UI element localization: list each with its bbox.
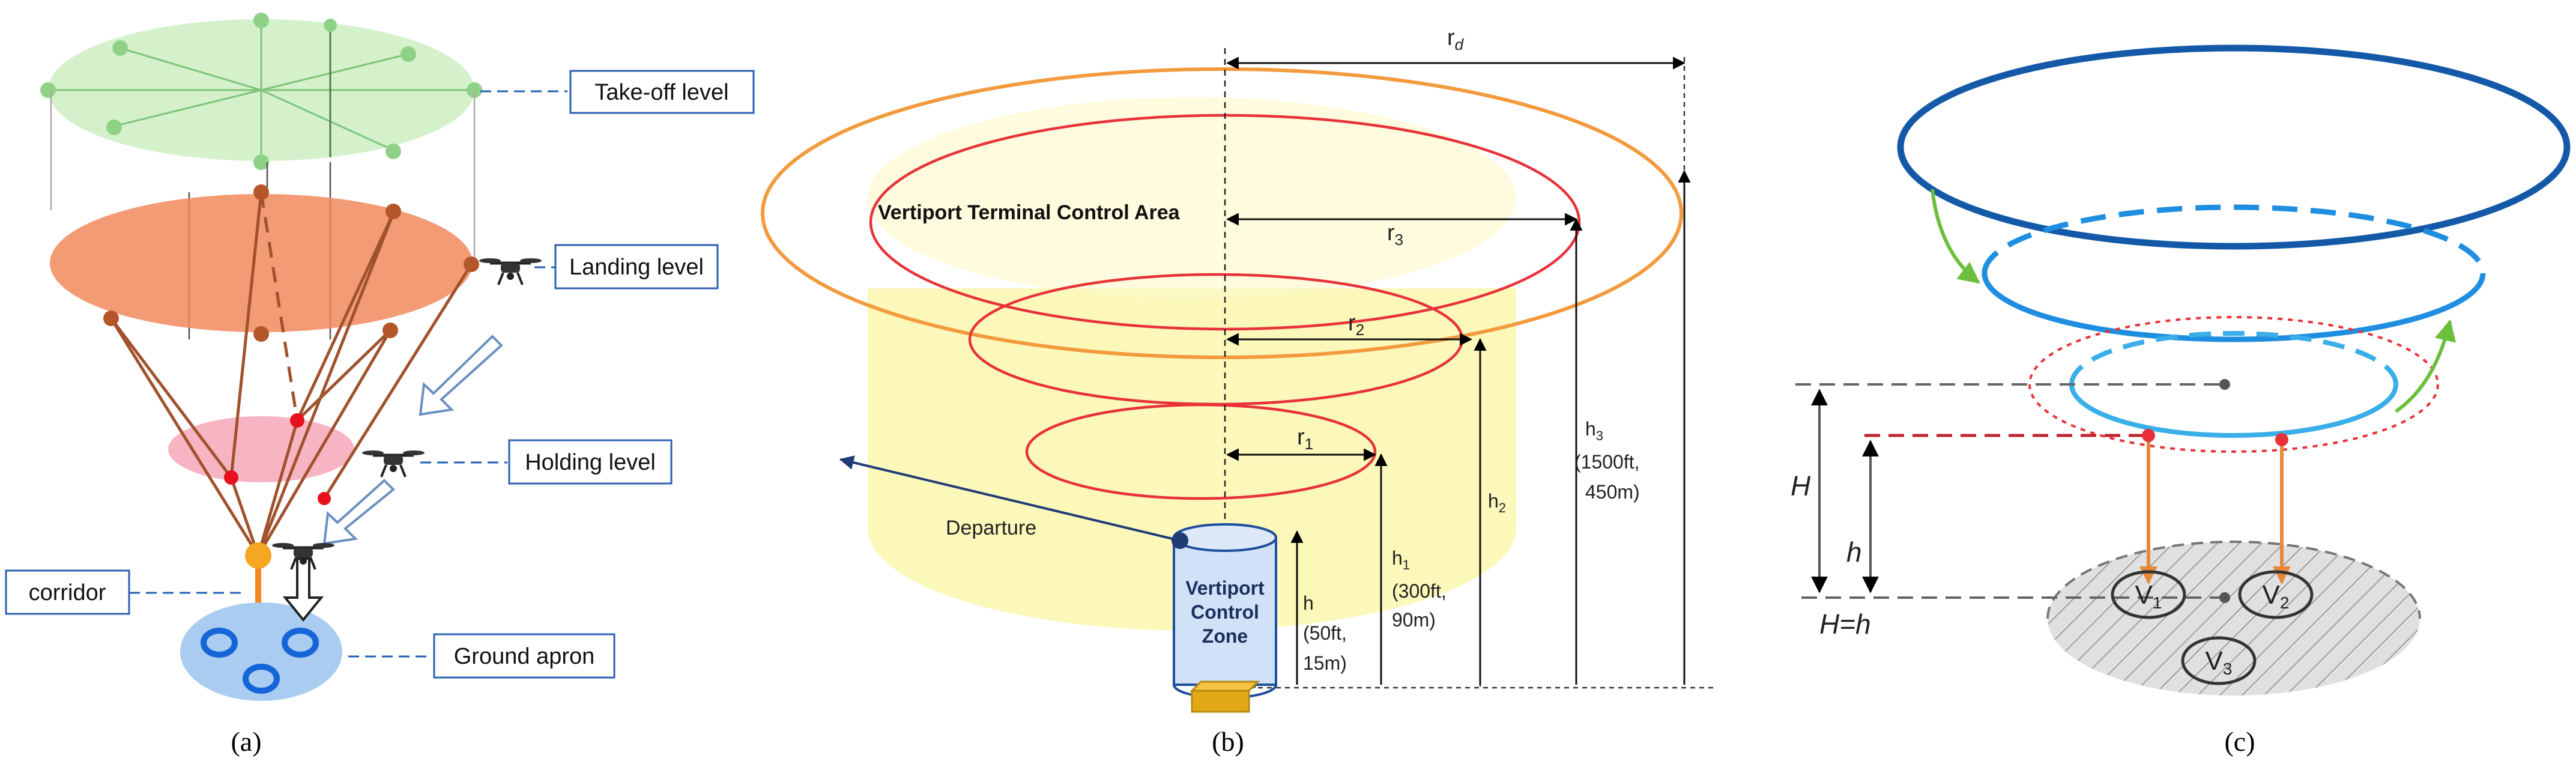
h-m: 15m) xyxy=(1303,652,1347,674)
dotted-ring xyxy=(2028,316,2439,453)
green-arrow-right xyxy=(2395,319,2456,413)
dimension-arrows xyxy=(1811,389,1879,593)
label-boxes xyxy=(5,70,755,679)
h3-ft: (1500ft, xyxy=(1574,451,1640,473)
drone-icon xyxy=(362,450,425,477)
drone-icon xyxy=(479,258,542,285)
height-arrows xyxy=(1290,169,1691,685)
H-equals-h-label: H=h xyxy=(1819,608,1871,640)
h3-m: 450m) xyxy=(1585,481,1640,503)
h-label: h xyxy=(1303,592,1314,614)
r2-label: r2 xyxy=(1348,311,1364,339)
landing-label: Landing level xyxy=(569,255,704,280)
vertiports xyxy=(2111,570,2314,685)
holding-nodes xyxy=(224,413,331,505)
H-label: H xyxy=(1791,470,1811,502)
h-ft: (50ft, xyxy=(1303,622,1347,644)
departure-arrow xyxy=(839,455,1181,542)
landing-ellipse xyxy=(50,194,473,332)
label-leaders xyxy=(129,90,567,658)
h1-label: h1 xyxy=(1392,547,1410,572)
caption-a: (a) xyxy=(231,726,261,757)
departure-label: Departure xyxy=(946,517,1036,539)
descent-arrows xyxy=(2139,429,2291,584)
h-label-c: h xyxy=(1846,536,1862,568)
down-arrow-icon xyxy=(282,557,324,622)
takeoff-label: Take-off level xyxy=(594,80,728,105)
holding-label: Holding level xyxy=(525,450,656,475)
ground-apron xyxy=(180,602,342,701)
v3-label: V3 xyxy=(2206,646,2233,678)
h1-ft: (300ft, xyxy=(1392,580,1447,602)
green-arrow-left xyxy=(1930,189,1980,284)
takeoff-spokes xyxy=(48,20,474,161)
zone-line-3: Zone xyxy=(1202,625,1248,647)
middle-ring-back xyxy=(1982,204,2486,274)
r3-label: r3 xyxy=(1387,220,1403,249)
h3-label: h3 xyxy=(1585,418,1603,443)
h1-m: 90m) xyxy=(1392,609,1436,631)
rd-label: rd xyxy=(1447,25,1465,53)
ground-apron-label: Ground apron xyxy=(454,644,595,669)
takeoff-nodes xyxy=(40,13,482,170)
r1-label: r1 xyxy=(1297,425,1313,453)
landing-nodes xyxy=(103,184,479,342)
panel-c: V1 V2 V3 H h H=h (c) xyxy=(1791,44,2571,757)
control-area-title: Vertiport Terminal Control Area xyxy=(878,201,1181,224)
radius-arrows xyxy=(1226,56,1686,461)
corridor-node xyxy=(245,542,271,569)
lower-ring-back xyxy=(2069,331,2398,385)
holding-ellipse xyxy=(168,416,354,482)
caption-b: (b) xyxy=(1212,726,1244,757)
corridor-label: corridor xyxy=(29,580,106,605)
v1-label: V1 xyxy=(2135,580,2162,612)
apron-pads xyxy=(201,628,319,694)
vertiport-pad xyxy=(1190,681,1260,713)
v2-label: V2 xyxy=(2263,580,2290,612)
h2-label: h2 xyxy=(1488,490,1506,515)
landing-connectors xyxy=(109,192,473,557)
top-ring xyxy=(1897,44,2571,250)
panel-b: Departure Vertiport Terminal Control Are… xyxy=(761,25,1714,757)
caption-c: (c) xyxy=(2224,726,2255,757)
middle-ring-front xyxy=(1982,273,2486,342)
control-area-cylinder xyxy=(868,288,1516,631)
lower-ring-front xyxy=(2069,384,2398,438)
zone-line-2: Control xyxy=(1191,601,1259,623)
outer-boundary-ellipse xyxy=(761,67,1683,359)
approach-arrows xyxy=(322,335,503,545)
panel-a: Take-off level Landing level Holding lev… xyxy=(5,13,755,757)
zone-line-1: Vertiport xyxy=(1185,577,1265,599)
